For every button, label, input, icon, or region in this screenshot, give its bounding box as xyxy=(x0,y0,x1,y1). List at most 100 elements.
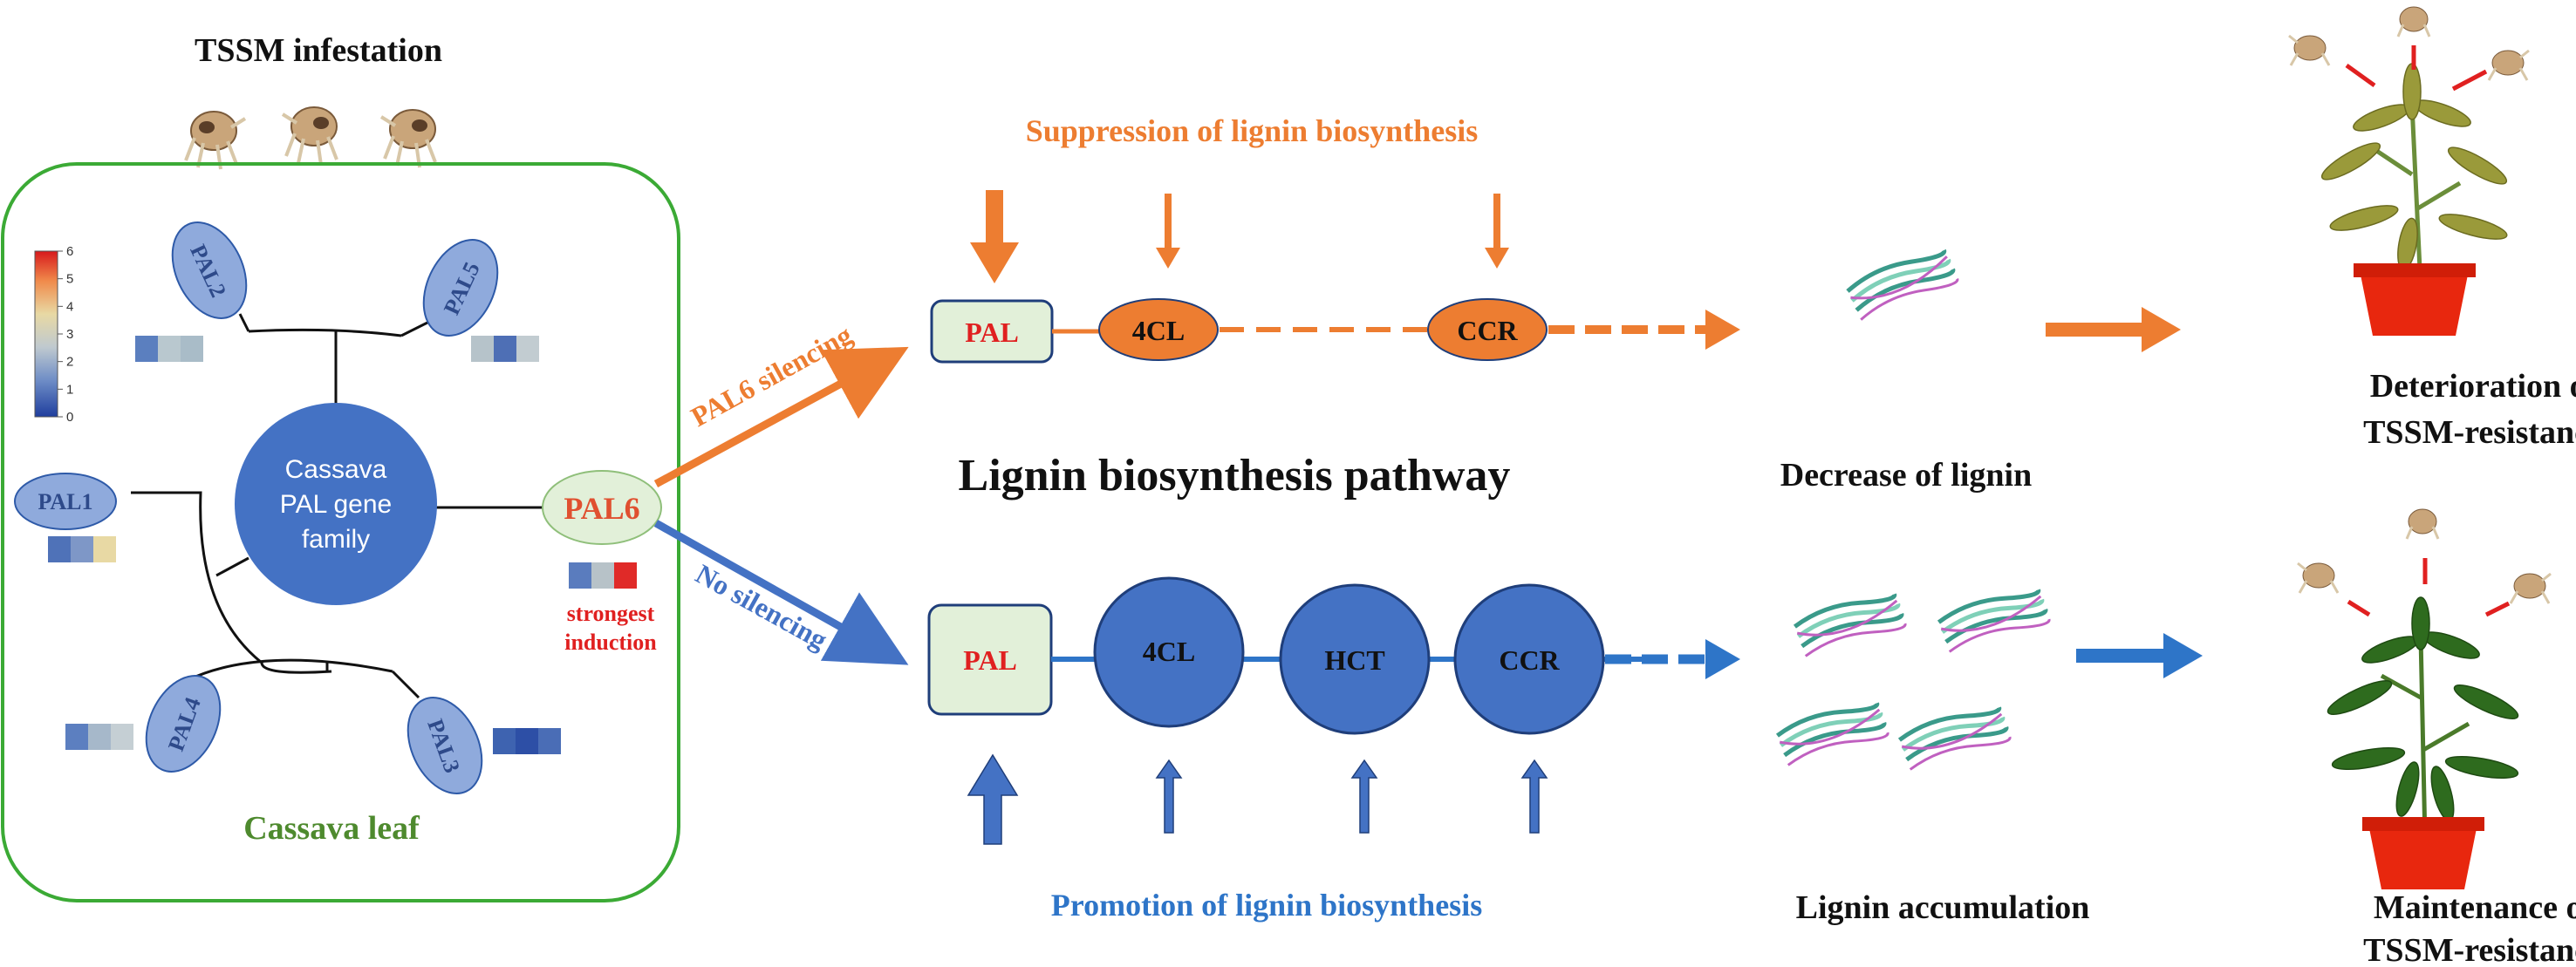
heatmap-pal6 xyxy=(569,562,637,589)
heatmap-cell xyxy=(71,536,93,562)
colorbar-tick-label: 6 xyxy=(66,244,73,259)
bottom-result-arrowhead xyxy=(2163,633,2203,678)
top-result-arrowhead xyxy=(2142,307,2181,352)
lignin-fiber-icon-top xyxy=(1846,249,1959,321)
pathway-title: Lignin biosynthesis pathway xyxy=(959,451,1511,501)
gene-pal2: PAL2 xyxy=(135,221,248,362)
bottom-out-arrowhead xyxy=(1705,639,1740,679)
center-node-line-3: family xyxy=(302,525,370,554)
mite-icon xyxy=(2288,34,2331,66)
mite-icon xyxy=(281,106,338,166)
bottom-hct-label: HCT xyxy=(1324,644,1384,676)
pal6-note-line-2: induction xyxy=(564,630,657,655)
gene-pal1: PAL1 xyxy=(14,473,117,562)
colorbar-tick-label: 4 xyxy=(66,299,73,314)
heatmap-cell xyxy=(614,562,637,589)
expression-colorbar: 6 5 4 3 2 1 0 xyxy=(34,244,73,425)
cassava-pal-gene-family-node xyxy=(235,403,437,605)
lignin-fiber-icon-cluster xyxy=(1775,589,2051,771)
lignin-fiber-icon xyxy=(1937,589,2051,653)
svg-text:PAL6: PAL6 xyxy=(564,491,639,526)
heatmap-pal2 xyxy=(135,336,203,362)
mite-icon xyxy=(379,109,437,168)
mite-icon xyxy=(2509,572,2552,604)
tssm-infestation-title: TSSM infestation xyxy=(195,32,442,69)
top-ccr-node xyxy=(1427,298,1548,361)
mite-icon xyxy=(184,111,247,170)
gene-pal5: PAL5 xyxy=(422,239,539,362)
top-ccr-label: CCR xyxy=(1457,315,1518,346)
heatmap-cell xyxy=(158,336,181,362)
pal6-silencing-label: PAL6 silencing xyxy=(686,318,858,432)
colorbar-tick-label: 0 xyxy=(66,410,73,425)
gene-tree xyxy=(131,313,550,699)
center-node-line-2: PAL gene xyxy=(280,490,392,519)
bottom-4cl-label: 4CL xyxy=(1143,636,1195,667)
heatmap-cell xyxy=(471,336,494,362)
cassava-plant-icon-damaged xyxy=(2288,6,2530,336)
heatmap-cell xyxy=(516,728,538,754)
heatmap-cell xyxy=(494,336,516,362)
top-out-arrowhead xyxy=(1705,310,1740,350)
mite-icon xyxy=(2297,562,2340,594)
top-4cl-label: 4CL xyxy=(1132,315,1185,346)
down-arrow-large xyxy=(970,190,1019,283)
gene-pal6: PAL6 xyxy=(542,470,662,589)
lignin-accumulation-label: Lignin accumulation xyxy=(1796,889,2090,926)
mite-icon xyxy=(2405,508,2440,540)
gene-pal3: PAL3 xyxy=(407,697,561,794)
heatmap-cell xyxy=(65,724,88,750)
colorbar-tick-label: 3 xyxy=(66,327,73,342)
up-arrow-small xyxy=(1520,759,1548,834)
lignin-fiber-icon xyxy=(1793,593,1907,657)
heatmap-cell xyxy=(569,562,591,589)
lignin-fiber-icon xyxy=(1897,706,2012,771)
suppression-label: Suppression of lignin biosynthesis xyxy=(1026,113,1479,148)
promotion-label: Promotion of lignin biosynthesis xyxy=(1051,888,1482,923)
heatmap-cell xyxy=(88,724,111,750)
suppression-arrows xyxy=(970,190,1509,283)
colorbar-tick-label: 5 xyxy=(66,272,73,287)
up-arrow-small xyxy=(1155,759,1183,834)
maintenance-line-2: TSSM-resistance xyxy=(2363,932,2576,967)
up-arrow-large xyxy=(967,753,1019,845)
top-pal-label: PAL xyxy=(965,317,1019,348)
bottom-ccr-label: CCR xyxy=(1499,644,1560,676)
lignin-fiber-icon xyxy=(1775,702,1889,766)
bottom-hct-node xyxy=(1279,583,1431,735)
heatmap-pal4 xyxy=(65,724,133,750)
heatmap-cell xyxy=(591,562,614,589)
heatmap-cell xyxy=(111,724,133,750)
up-arrow-small xyxy=(1350,759,1378,834)
heatmap-pal3 xyxy=(493,728,561,754)
cassava-plant-icon-healthy xyxy=(2297,508,2552,889)
deterioration-line-1: Deterioration of xyxy=(2370,368,2576,405)
bottom-ccr-node xyxy=(1453,583,1605,735)
svg-text:PAL1: PAL1 xyxy=(38,489,92,514)
silencing-arrow xyxy=(653,346,909,487)
mite-icon xyxy=(2396,6,2431,37)
mite-icon-group-top xyxy=(184,106,437,170)
down-arrow-small xyxy=(1485,194,1509,269)
heatmap-cell xyxy=(93,536,116,562)
heatmap-pal5 xyxy=(471,336,539,362)
cassava-leaf-label: Cassava leaf xyxy=(243,810,420,847)
heatmap-cell xyxy=(493,728,516,754)
promotion-arrows xyxy=(967,753,1548,845)
no-silencing-arrow xyxy=(653,520,909,665)
heatmap-cell xyxy=(181,336,203,362)
heatmap-pal1 xyxy=(48,536,116,562)
heatmap-cell xyxy=(135,336,158,362)
pal6-note-line-1: strongest xyxy=(567,601,655,626)
deterioration-line-2: TSSM-resistance xyxy=(2363,414,2576,451)
heatmap-cell xyxy=(516,336,539,362)
gene-pal4: PAL4 xyxy=(65,675,222,773)
top-4cl-node xyxy=(1098,298,1219,361)
decrease-of-lignin-label: Decrease of lignin xyxy=(1780,457,2032,494)
center-node-line-1: Cassava xyxy=(285,455,387,484)
colorbar-tick-label: 2 xyxy=(66,355,73,370)
bottom-4cl-node xyxy=(1093,576,1245,728)
colorbar-tick-label: 1 xyxy=(66,382,73,397)
maintenance-line-1: Maintenance of xyxy=(2374,889,2576,926)
